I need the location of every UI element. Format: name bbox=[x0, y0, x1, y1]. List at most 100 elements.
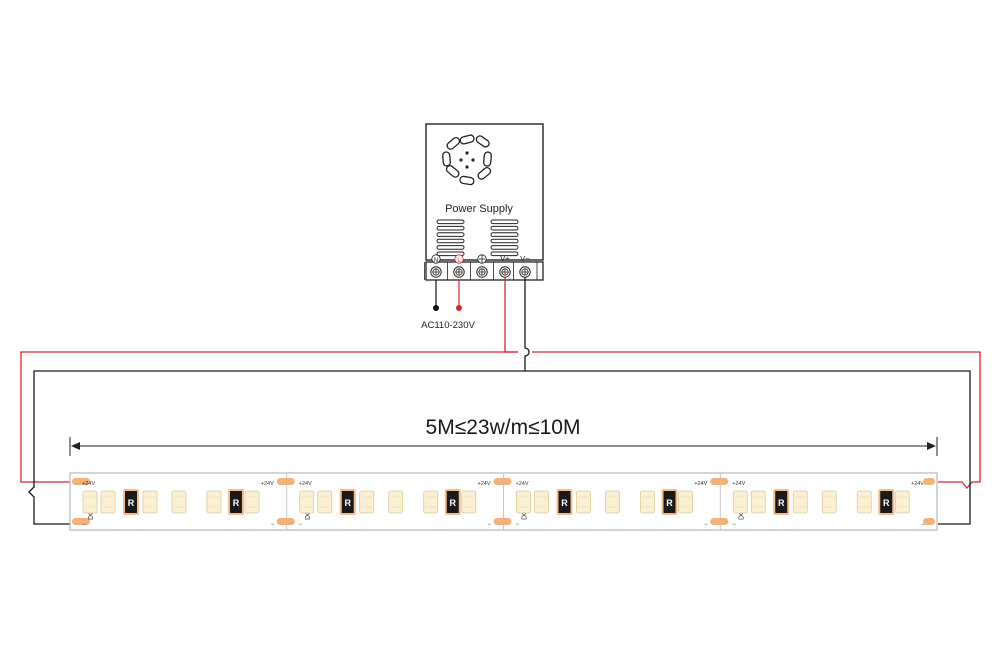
strip-segment: +24V−DC24VRR+24V− bbox=[493, 473, 708, 530]
led-chip bbox=[640, 490, 655, 514]
terminal-label: V+ bbox=[500, 254, 510, 263]
terminal-label: L bbox=[457, 258, 461, 264]
led-chip bbox=[821, 490, 837, 514]
vent-slot bbox=[490, 219, 519, 225]
strip-segments: +24V−DC24VRR+24V−+24V−DC24VRR+24V−+24V−D… bbox=[72, 473, 935, 530]
resistor-label: R bbox=[778, 498, 785, 508]
vent-slot bbox=[436, 251, 465, 257]
pad-plus-label: +24V bbox=[299, 481, 312, 487]
solder-pad bbox=[276, 518, 295, 525]
vent-slot bbox=[490, 238, 519, 244]
resistor-label: R bbox=[561, 498, 568, 508]
fan-grille-icon bbox=[442, 134, 492, 186]
length-label: 5M≤23w/m≤10M bbox=[426, 416, 581, 439]
ac-red-dot bbox=[456, 305, 462, 311]
led-strip: +24V−DC24VRR+24V−+24V−DC24VRR+24V−+24V−D… bbox=[69, 472, 938, 531]
pad-minus-label: − bbox=[516, 522, 520, 528]
led-chip bbox=[142, 490, 158, 514]
positive-wire bbox=[20, 277, 981, 490]
led-chip bbox=[388, 490, 404, 514]
solder-pad bbox=[72, 518, 90, 525]
led-chip bbox=[534, 490, 549, 514]
solder-pad bbox=[923, 518, 935, 525]
resistor-chip bbox=[341, 491, 354, 513]
pad-plus-label: +24V bbox=[516, 481, 529, 487]
arrow-right-icon bbox=[927, 442, 936, 450]
resistor-chip bbox=[125, 491, 137, 513]
resistor-label: R bbox=[233, 498, 240, 508]
led-chip bbox=[206, 490, 222, 514]
power-supply-title: Power Supply bbox=[445, 203, 513, 215]
pad-minus-label: − bbox=[488, 522, 492, 528]
fan-center-dots bbox=[459, 151, 475, 169]
led-chip bbox=[317, 490, 333, 514]
led-chip bbox=[82, 490, 98, 514]
led-chip bbox=[605, 490, 620, 514]
neutral-terminal-icon: N bbox=[424, 254, 442, 280]
vent-slot bbox=[436, 232, 465, 237]
terminal-label: N bbox=[434, 258, 438, 264]
vent-slot bbox=[436, 238, 465, 244]
solder-pad bbox=[493, 478, 512, 485]
resistor-label: R bbox=[883, 498, 890, 508]
resistor-chip bbox=[880, 491, 893, 513]
ground-terminal-icon bbox=[470, 254, 488, 280]
vent-slot bbox=[490, 245, 519, 250]
length-dimension: 5M≤23w/m≤10M bbox=[69, 416, 938, 456]
strip-segment: +24V−DC24VRR+24V− bbox=[276, 473, 492, 530]
vent-slot bbox=[436, 225, 465, 231]
pad-minus-label: − bbox=[271, 522, 275, 528]
pad-plus-label: +24V bbox=[732, 481, 745, 487]
resistor-label: R bbox=[450, 498, 457, 508]
resistor-label: R bbox=[666, 498, 673, 508]
led-chip bbox=[171, 490, 187, 514]
led-chip bbox=[856, 490, 872, 514]
solder-pad bbox=[493, 518, 512, 525]
pad-plus-label: +24V bbox=[911, 481, 924, 487]
led-chip bbox=[461, 490, 477, 514]
pad-plus-label: +24V bbox=[478, 481, 491, 487]
led-chip bbox=[678, 490, 693, 514]
solder-pad bbox=[710, 478, 729, 485]
arrow-left-icon bbox=[71, 442, 80, 450]
vent-slots bbox=[436, 219, 519, 257]
power-supply: Power Supply N L V+ V− bbox=[424, 123, 544, 281]
led-chip bbox=[359, 490, 375, 514]
led-chip bbox=[576, 490, 591, 514]
pad-plus-label: +24V bbox=[694, 481, 707, 487]
vent-slot bbox=[490, 225, 519, 231]
ac-input-label: AC110-230V bbox=[421, 320, 475, 331]
led-chip bbox=[299, 490, 315, 514]
ac-black-dot bbox=[433, 305, 439, 311]
pad-minus-label: − bbox=[732, 522, 736, 528]
pad-minus-label: − bbox=[82, 522, 86, 528]
led-chip bbox=[894, 490, 910, 514]
solder-pad bbox=[710, 518, 729, 525]
led-chip bbox=[244, 490, 260, 514]
negative-wire bbox=[28, 277, 971, 525]
pad-minus-label: − bbox=[921, 522, 925, 528]
resistor-chip bbox=[558, 491, 571, 513]
led-chip bbox=[423, 490, 439, 514]
pad-minus-label: − bbox=[299, 522, 303, 528]
resistor-label: R bbox=[345, 498, 352, 508]
strip-segment: +24V−DC24VRR+24V− bbox=[710, 473, 935, 530]
resistor-chip bbox=[446, 491, 459, 513]
led-chip bbox=[792, 490, 808, 514]
led-chip bbox=[732, 490, 748, 514]
resistor-label: R bbox=[128, 498, 135, 508]
solder-pad bbox=[923, 478, 935, 485]
vent-slot bbox=[490, 251, 519, 257]
resistor-chip bbox=[663, 491, 676, 513]
terminal-label: V− bbox=[520, 254, 530, 263]
live-terminal-icon: L bbox=[447, 254, 465, 280]
led-chip bbox=[100, 490, 116, 514]
strip-segment: +24V−DC24VRR+24V− bbox=[72, 478, 275, 528]
led-chip bbox=[516, 490, 531, 514]
pad-minus-label: − bbox=[704, 522, 708, 528]
resistor-chip bbox=[775, 491, 788, 513]
solder-pad bbox=[72, 478, 90, 485]
led-chip bbox=[750, 490, 766, 514]
vent-slot bbox=[490, 232, 519, 237]
vent-slot bbox=[436, 245, 465, 250]
